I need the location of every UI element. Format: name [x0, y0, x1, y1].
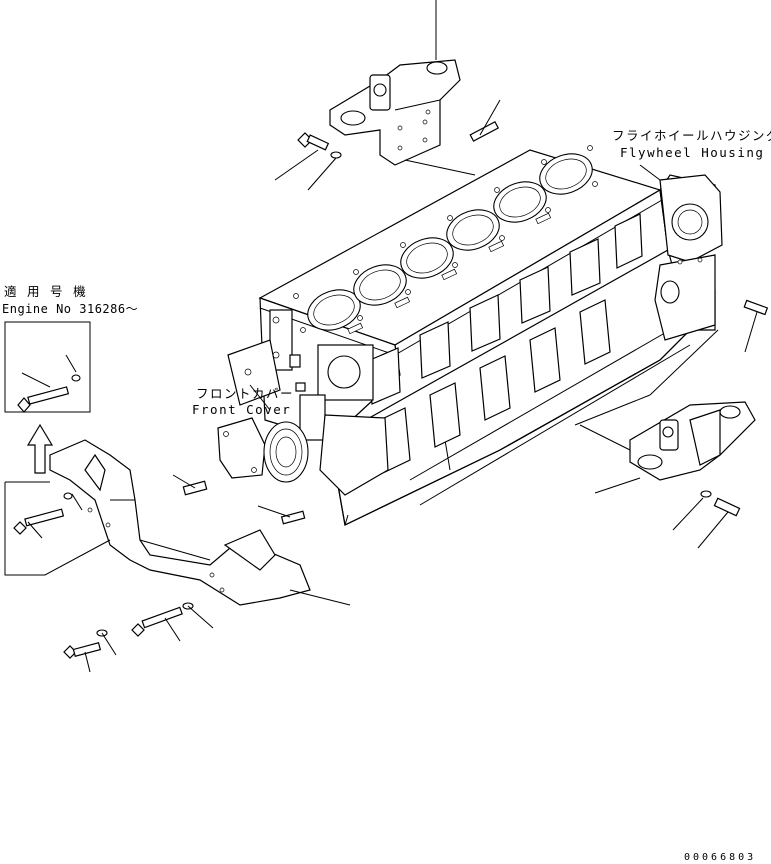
rear-bracket-top: [297, 59, 500, 166]
drawing-number: 00066803: [684, 852, 757, 863]
front-cover-label-en: Front Cover: [192, 402, 292, 417]
applicability-old-box: [4, 481, 111, 576]
applicable-unit-label-jp: 適 用 号 機: [4, 284, 88, 299]
front-cover-label-jp: フロントカバー: [196, 386, 295, 401]
cylinder-bores: [307, 153, 593, 331]
rear-bracket-right: [629, 299, 769, 517]
flywheel-housing-label-en: Flywheel Housing: [620, 145, 765, 160]
upgrade-arrow: [26, 423, 54, 474]
deck-bolt-holes: [293, 145, 598, 335]
applicable-unit-label-en: Engine No 316286～: [2, 302, 139, 316]
applicability-new-box: [4, 321, 91, 413]
flywheel-housing-side: [654, 174, 723, 341]
front-face-details: [227, 309, 374, 441]
flywheel-housing-label-jp: フライホイールハウジング: [612, 128, 771, 143]
leader-lines: [21, 0, 758, 673]
side-pockets: [369, 213, 643, 473]
front-cover: [217, 414, 389, 496]
